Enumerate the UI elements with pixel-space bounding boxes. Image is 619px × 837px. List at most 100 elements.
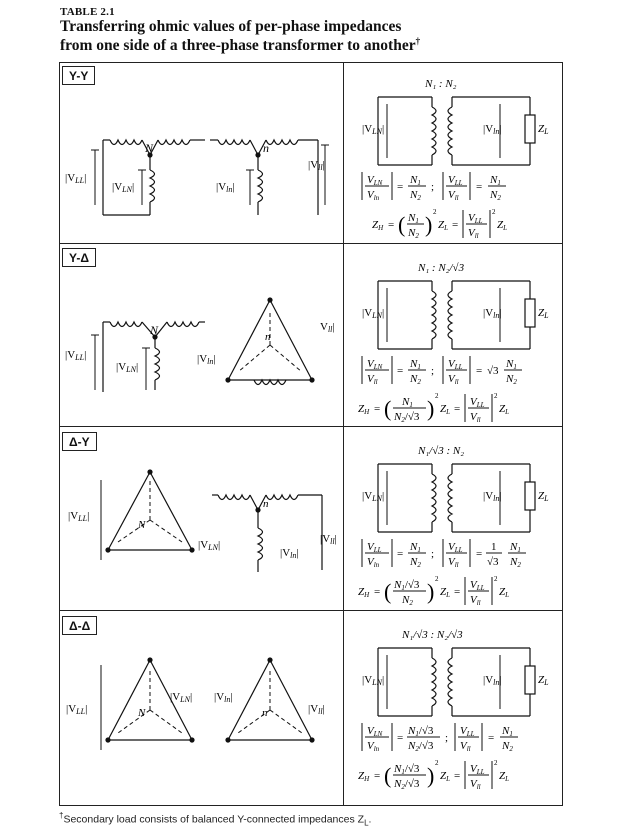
section-label-yy: Y-Y (62, 66, 96, 85)
label-Vln-dd: |Vln| (214, 691, 233, 704)
svg-text:=: = (388, 219, 394, 231)
svg-text:2: 2 (492, 208, 496, 216)
svg-text:=: = (374, 586, 380, 598)
svg-text:N1/√3: N1/√3 (407, 725, 434, 738)
svg-text:N1/√3: N1/√3 (393, 763, 420, 776)
equiv-circuit-dy (378, 464, 535, 532)
label-VLL-yd: |VLL| (65, 349, 86, 362)
svg-text:ZH: ZH (372, 219, 384, 232)
label-VLL-dy: |VLL| (68, 510, 89, 523)
neutral-n-dd: n (262, 707, 268, 719)
svg-text:Vll: Vll (468, 227, 479, 240)
svg-text:Vll: Vll (448, 373, 459, 386)
svg-text:ZL: ZL (538, 307, 549, 320)
label-VLN-dy: |VLN| (198, 539, 220, 552)
svg-text:VLL: VLL (470, 396, 485, 409)
svg-text:N1: N1 (501, 725, 513, 738)
delta-dashed-dy (117, 480, 183, 543)
svg-text:N2: N2 (489, 189, 501, 202)
svg-text:ZL: ZL (499, 403, 509, 416)
ratio-dy: N₁/√3 : N₂ (417, 445, 464, 457)
equation-zh-yy: ZH = ( N1 N2 ) 2 ZL = VLL Vll 2 ZL (372, 208, 507, 240)
svg-text:;: ; (431, 181, 434, 193)
footnote: †Secondary load consists of balanced Y-c… (59, 811, 372, 828)
svg-text:|VLN|: |VLN| (362, 307, 384, 320)
svg-text:ZL: ZL (440, 586, 450, 599)
svg-text:ZL: ZL (499, 770, 509, 783)
neutral-N-dd: N (137, 707, 146, 719)
svg-text:VLN: VLN (367, 725, 383, 738)
svg-text:): ) (427, 579, 434, 604)
svg-text:N1: N1 (409, 174, 421, 187)
neutral-N-dy: N (137, 519, 146, 531)
svg-text:N2: N2 (401, 594, 413, 607)
equation-ratio-dd: VLN Vln = N1/√3 N2/√3 ; VLL Vll = N1 N2 (361, 723, 518, 753)
svg-text:√3: √3 (487, 365, 499, 377)
svg-text:=: = (454, 586, 460, 598)
svg-text:|Vln|: |Vln| (483, 674, 502, 687)
svg-text:VLL: VLL (468, 212, 483, 225)
svg-text:N1: N1 (505, 358, 517, 371)
svg-text:(: ( (384, 579, 391, 604)
svg-text:=: = (397, 181, 403, 193)
svg-text:;: ; (431, 365, 434, 377)
svg-text:N2: N2 (409, 373, 421, 386)
svg-text:Vll: Vll (470, 411, 481, 424)
neutral-n-dy: n (263, 498, 269, 510)
svg-text:2: 2 (494, 392, 498, 400)
svg-text:Vll: Vll (460, 740, 471, 753)
svg-text:|Vln|: |Vln| (483, 307, 502, 320)
label-Vll-yy: |Vll| (308, 159, 325, 172)
equation-ratio-dy: VLL Vln = N1 N2 ; VLL Vll = 1 √3 N1 N2 (361, 539, 526, 569)
svg-text:;: ; (431, 548, 434, 560)
neutral-n-yd: n (265, 331, 271, 343)
svg-text:ZL: ZL (499, 586, 509, 599)
svg-text:=: = (397, 365, 403, 377)
equation-zh-dy: ZH = ( N1/√3 N2 ) 2 ZL = VLL Vll 2 ZL (358, 575, 509, 607)
label-Vll-dd: |Vll| (308, 703, 325, 716)
svg-text:ZH: ZH (358, 586, 370, 599)
svg-text:ZL: ZL (440, 770, 450, 783)
svg-text:ZL: ZL (438, 219, 448, 232)
svg-text:VLL: VLL (367, 541, 382, 554)
label-VLL-yy: |VLL| (65, 172, 86, 185)
delta-secondary-dd (225, 657, 315, 743)
svg-text:=: = (476, 181, 482, 193)
ratio-yy: N₁ : N₂ (424, 78, 457, 90)
delta-primary-dd (105, 657, 195, 743)
svg-text:N1: N1 (489, 174, 501, 187)
svg-text:ZL: ZL (538, 123, 549, 136)
svg-text:=: = (488, 732, 494, 744)
svg-text:): ) (425, 212, 432, 237)
svg-text:Vll: Vll (470, 594, 481, 607)
svg-text:2: 2 (435, 575, 439, 583)
svg-text:;: ; (445, 732, 448, 744)
svg-text:|Vln|: |Vln| (483, 123, 502, 136)
label-Vll-dy: |Vll| (320, 533, 337, 546)
voltage-arrows-yd (91, 334, 150, 390)
section-label-dy: Δ-Y (62, 432, 97, 451)
svg-text:ZL: ZL (538, 674, 549, 687)
svg-text:Vln: Vln (367, 556, 380, 569)
table-number: TABLE 2.1 (60, 6, 115, 18)
equation-ratio-yy: VLN Vln = N1 N2 ; VLL Vll = N1 N2 (361, 172, 506, 202)
equation-zh-dd: ZH = ( N1/√3 N2/√3 ) 2 ZL = VLL Vll 2 ZL (358, 759, 509, 791)
svg-text:Vll: Vll (470, 778, 481, 791)
svg-text:2: 2 (435, 759, 439, 767)
svg-text:√3: √3 (487, 556, 499, 568)
svg-text:2: 2 (494, 759, 498, 767)
delta-primary-dy (105, 469, 195, 553)
svg-text:N1: N1 (409, 358, 421, 371)
svg-text:ZL: ZL (538, 490, 549, 503)
wye-primary-yy (102, 139, 205, 216)
svg-text:ZL: ZL (440, 403, 450, 416)
row-divider (59, 243, 563, 245)
equation-zh-yd: ZH = ( N1 N2/√3 ) 2 ZL = VLL Vll 2 ZL (358, 392, 509, 424)
equiv-circuit-yd (378, 281, 535, 349)
svg-text:=: = (397, 732, 403, 744)
row-divider (59, 426, 563, 428)
svg-text:Vll: Vll (448, 189, 459, 202)
svg-text:ZL: ZL (497, 219, 507, 232)
circuit-labels: |VLN| |Vln| ZL |VLN| |Vln| ZL |VLN| |Vln… (362, 123, 549, 687)
